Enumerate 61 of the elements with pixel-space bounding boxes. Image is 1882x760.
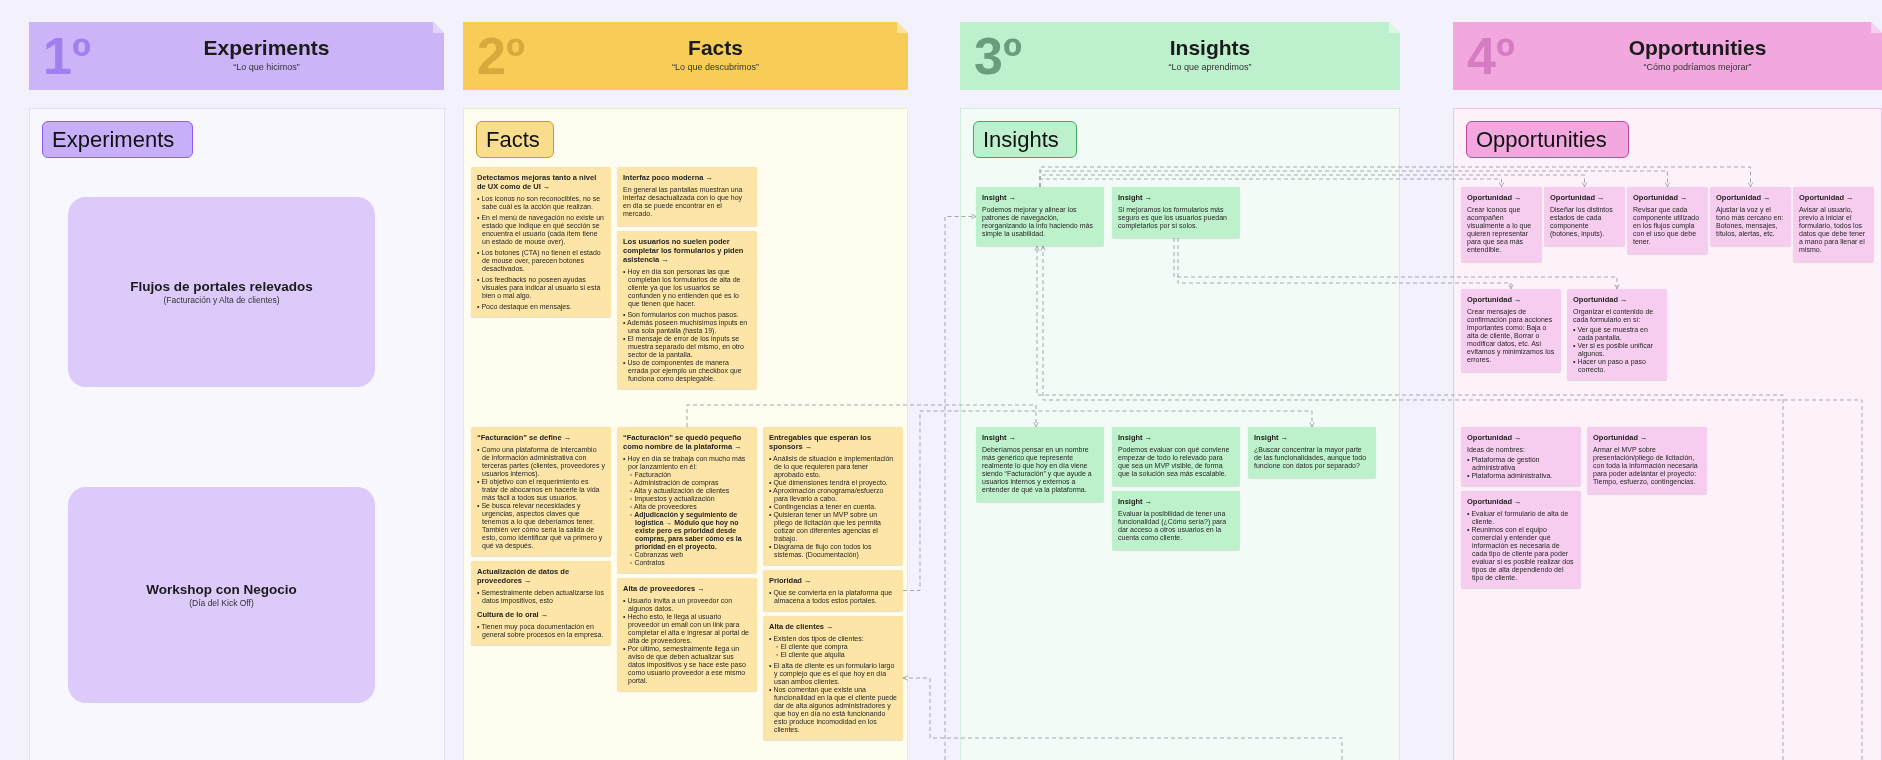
column-panel [29, 108, 445, 760]
experiment-title: Flujos de portales relevados [130, 278, 313, 295]
sticky-note [471, 561, 611, 645]
sticky-note [1461, 289, 1561, 372]
column-panel [1453, 108, 1882, 760]
sticky-note [1567, 289, 1667, 380]
column-header [463, 22, 908, 90]
sticky-note [1627, 187, 1708, 254]
dashed-connector [686, 404, 1039, 428]
sticky-note [1112, 187, 1240, 238]
dashed-connector [1177, 237, 1514, 290]
column-header [960, 22, 1400, 90]
sticky-note [976, 427, 1104, 502]
sticky-note [471, 427, 611, 556]
dashed-connector [1039, 166, 1754, 188]
column-subtitle: “Cómo podríamos mejorar” [1643, 61, 1752, 74]
experiment-title: Workshop con Negocio [146, 581, 297, 598]
section-label: Facts [476, 121, 554, 158]
dashed-connector [1039, 170, 1671, 188]
sticky-note [1793, 187, 1874, 262]
column-header [29, 22, 444, 90]
experiment-card [68, 487, 375, 703]
sticky-note [471, 167, 611, 317]
sticky-note [617, 167, 757, 226]
experiment-subtitle: (Facturación y Alta de clientes) [163, 295, 280, 306]
column-subtitle: “Lo que descubrimos” [671, 61, 759, 74]
sticky-note [1112, 491, 1240, 550]
dashed-connector [1039, 178, 1505, 188]
sticky-note [1544, 187, 1625, 246]
sticky-note [1248, 427, 1376, 478]
experiment-subtitle: (Día del Kick Off) [189, 598, 254, 609]
section-label: Experiments [42, 121, 193, 158]
column-header [1453, 22, 1882, 90]
column-title: Opportunities [1628, 35, 1767, 61]
sticky-note [617, 231, 757, 389]
sticky-note [1461, 491, 1581, 588]
column-title: Facts [688, 35, 743, 61]
experiment-card [68, 197, 375, 387]
sticky-note [1461, 187, 1542, 262]
dashed-connector [902, 675, 1343, 760]
sticky-note [617, 578, 757, 691]
column-panel [960, 108, 1400, 760]
step-number: 3º [974, 28, 1022, 84]
sticky-note [763, 616, 903, 740]
sticky-note [976, 187, 1104, 246]
section-label: Insights [973, 121, 1077, 158]
column-subtitle: “Lo que hicimos” [233, 61, 300, 74]
sticky-note [1710, 187, 1791, 246]
sticky-note [1461, 427, 1581, 486]
column-panel [463, 108, 908, 760]
column-title: Experiments [203, 35, 330, 61]
sticky-note [763, 570, 903, 611]
section-label: Opportunities [1466, 121, 1629, 158]
sticky-note [763, 427, 903, 565]
column-title: Insights [1169, 35, 1251, 61]
column-subtitle: “Lo que aprendimos” [1168, 61, 1252, 74]
dashed-connector [1173, 237, 1620, 290]
dashed-connector [902, 410, 1315, 591]
sticky-note [1112, 427, 1240, 486]
sticky-note [1587, 427, 1707, 494]
sticky-note [617, 427, 757, 573]
